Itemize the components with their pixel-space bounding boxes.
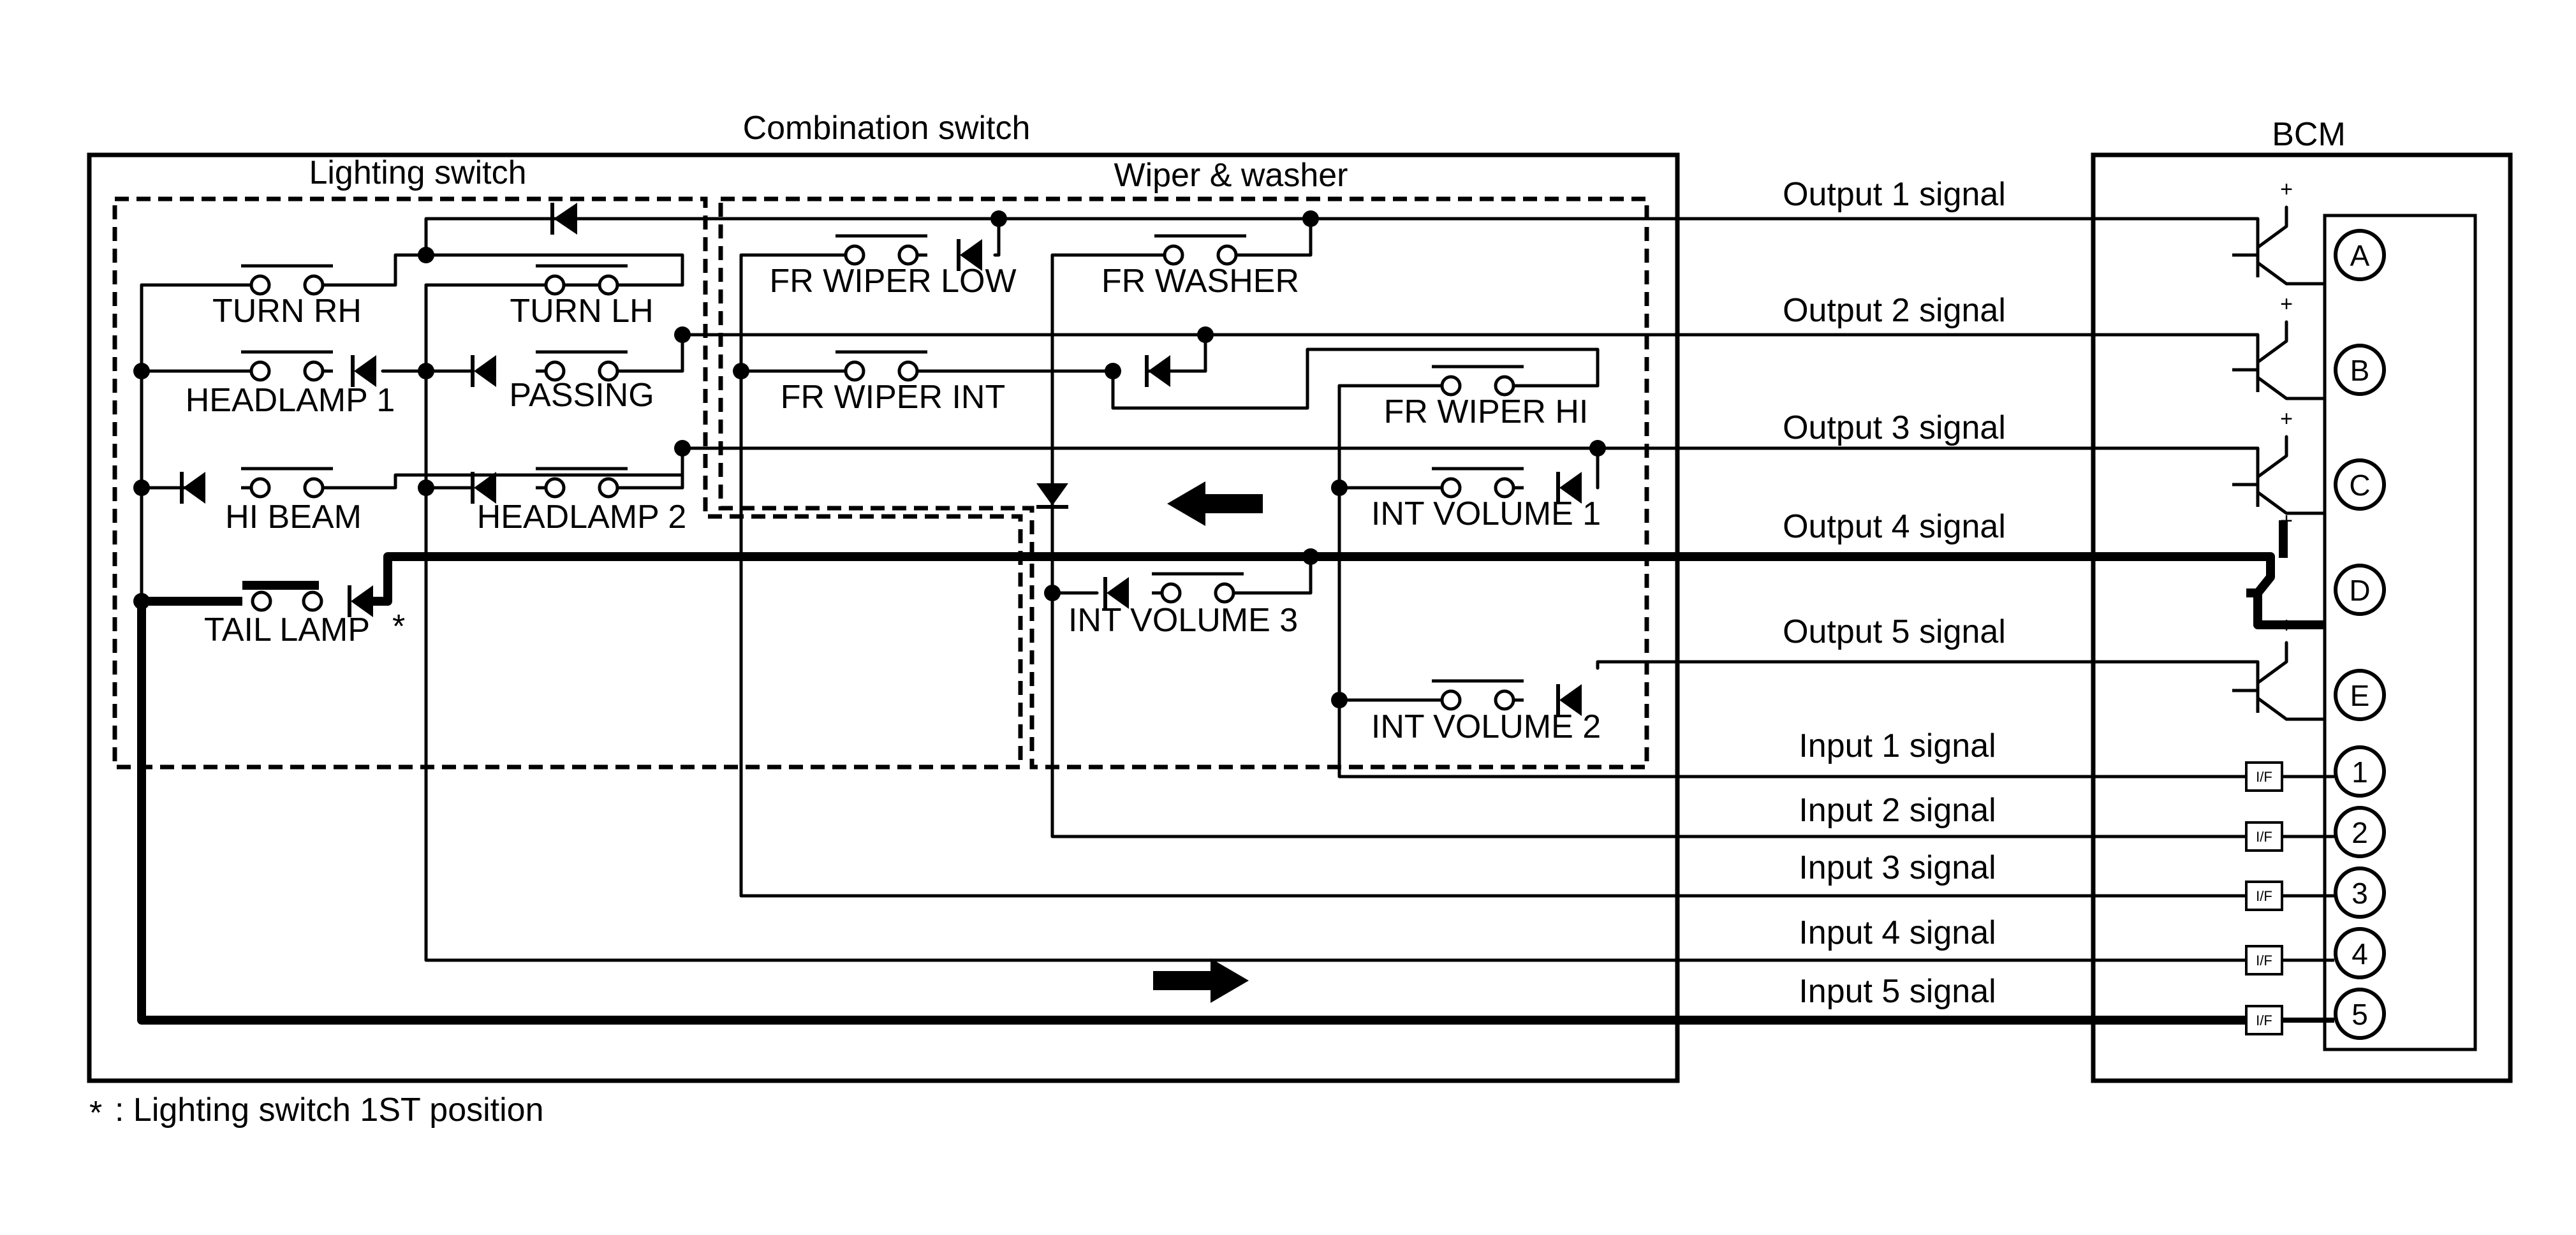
pin-d: D xyxy=(2349,574,2370,607)
tail-lamp-label: TAIL LAMP xyxy=(204,611,370,648)
bcm-interface-boxes xyxy=(2245,761,2334,1035)
input-4-signal-label: Input 4 signal xyxy=(1799,914,1996,951)
headlamp-1-label: HEADLAMP 1 xyxy=(186,382,395,419)
input-2-signal-label: Input 2 signal xyxy=(1799,792,1996,829)
fr-washer-label: FR WASHER xyxy=(1101,263,1299,300)
supply-plus-a: + xyxy=(2280,177,2293,201)
fr-wiper-hi-label: FR WIPER HI xyxy=(1384,393,1589,430)
supply-plus-d: + xyxy=(2280,509,2293,533)
interface-label-2: I/F xyxy=(2256,829,2272,845)
lighting-switch-title: Lighting switch xyxy=(309,154,526,191)
diodes xyxy=(180,203,1582,716)
tail-lamp-asterisk: * xyxy=(392,608,405,645)
wiper-washer-title: Wiper & washer xyxy=(1114,157,1348,194)
supply-plus-e: + xyxy=(2280,613,2293,638)
bcm-title: BCM xyxy=(2272,116,2346,153)
int-volume-2-label: INT VOLUME 2 xyxy=(1371,708,1601,745)
wiper-washer-dashed-box xyxy=(718,196,1649,770)
interface-label-1: I/F xyxy=(2256,769,2272,785)
combination-switch-box xyxy=(87,152,1680,1083)
supply-plus-c: + xyxy=(2280,407,2293,431)
output-3-signal-label: Output 3 signal xyxy=(1783,409,2006,446)
pin-5: 5 xyxy=(2352,998,2368,1031)
input-1-signal-label: Input 1 signal xyxy=(1799,727,1996,764)
int-volume-1-label: INT VOLUME 1 xyxy=(1371,495,1601,532)
fr-wiper-int-label: FR WIPER INT xyxy=(781,379,1005,416)
bcm-connector xyxy=(2323,214,2477,1051)
fr-wiper-low-label: FR WIPER LOW xyxy=(769,263,1016,300)
pin-1: 1 xyxy=(2352,756,2368,789)
pin-e: E xyxy=(2350,679,2370,712)
pin-a: A xyxy=(2350,239,2370,272)
pin-4: 4 xyxy=(2352,937,2368,970)
pin-b: B xyxy=(2350,354,2370,387)
bcm-output-transistors xyxy=(2232,205,2327,721)
interface-label-5: I/F xyxy=(2256,1012,2272,1028)
interface-label-3: I/F xyxy=(2256,888,2272,904)
bcm-box xyxy=(2091,152,2513,1083)
footnote-asterisk: * xyxy=(89,1095,102,1132)
flow-arrow-right xyxy=(1153,958,1249,1003)
pin-2: 2 xyxy=(2352,816,2368,849)
pin-c: C xyxy=(2349,469,2370,502)
passing-label: PASSING xyxy=(509,377,654,414)
turn-rh-label: TURN RH xyxy=(212,293,362,330)
interface-label-4: I/F xyxy=(2256,953,2272,968)
flow-arrow-left xyxy=(1167,481,1263,526)
supply-plus-b: + xyxy=(2280,292,2293,316)
input-3-signal-label: Input 3 signal xyxy=(1799,849,1996,886)
output-4-signal-label: Output 4 signal xyxy=(1783,508,2006,545)
pin-3: 3 xyxy=(2352,877,2368,910)
lighting-switch-dashed-box xyxy=(112,196,1023,770)
output-2-signal-label: Output 2 signal xyxy=(1783,292,2006,329)
turn-lh-label: TURN LH xyxy=(510,293,653,330)
output-1-signal-label: Output 1 signal xyxy=(1783,176,2006,213)
output-5-signal-label: Output 5 signal xyxy=(1783,613,2006,650)
footnote-text: : Lighting switch 1ST position xyxy=(115,1092,544,1129)
hi-beam-label: HI BEAM xyxy=(225,499,362,536)
int-volume-3-label: INT VOLUME 3 xyxy=(1068,602,1298,639)
input-5-signal-label: Input 5 signal xyxy=(1799,973,1996,1010)
switch-contacts xyxy=(241,236,1524,709)
bcm-pin-circles xyxy=(2334,229,2386,1040)
combination-switch-title: Combination switch xyxy=(743,110,1031,147)
headlamp-2-label: HEADLAMP 2 xyxy=(477,499,687,536)
